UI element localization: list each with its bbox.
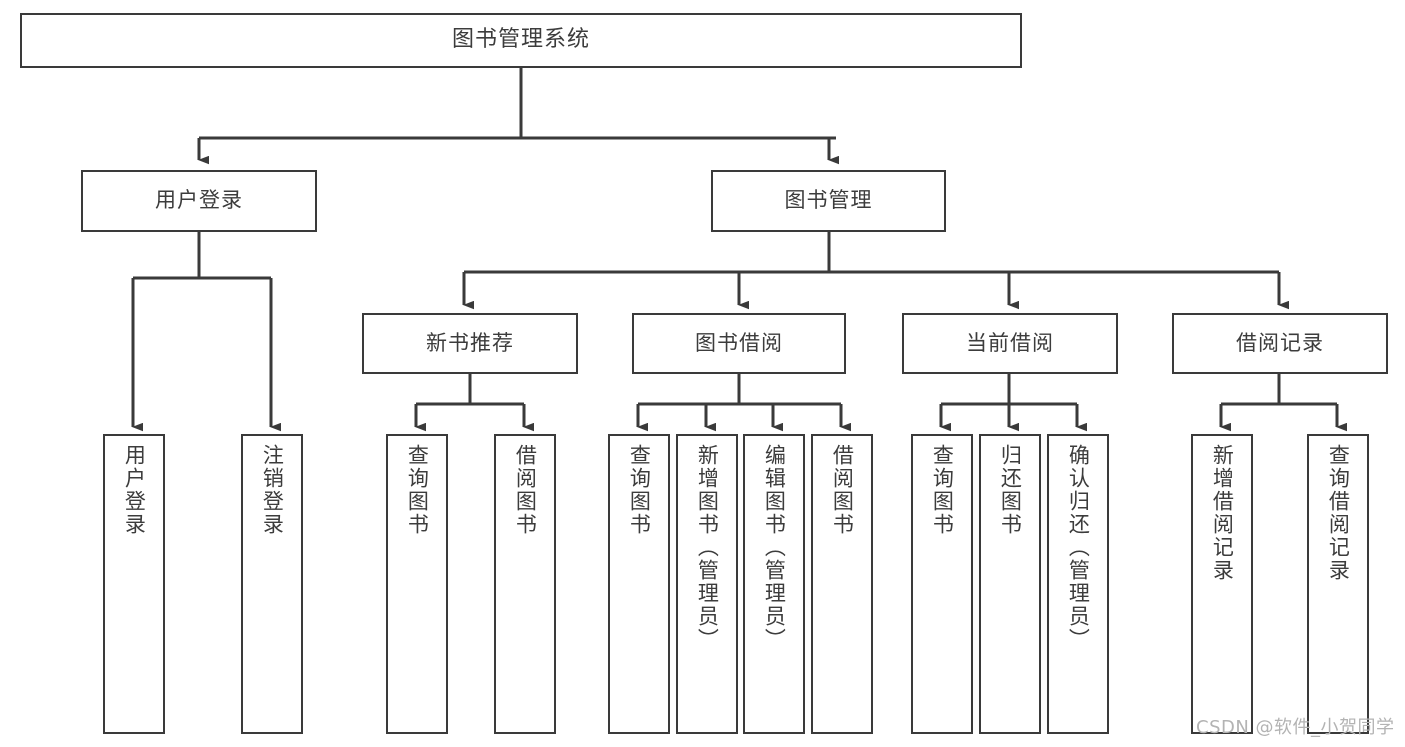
node-user-login-label: 用户登录 bbox=[155, 188, 243, 213]
node-book-manage-label: 图书管理 bbox=[784, 188, 873, 213]
node-leaf-user-login[interactable]: 用户登录 bbox=[103, 434, 165, 734]
node-book-manage[interactable]: 图书管理 bbox=[711, 170, 946, 232]
node-leaf-confirm-return-label: 确认归还（管理员） bbox=[1066, 444, 1091, 651]
node-leaf-add-record-label: 新增借阅记录 bbox=[1210, 444, 1235, 582]
node-leaf-query-book-3-label: 查询图书 bbox=[930, 444, 955, 536]
node-leaf-borrow-book-1-label: 借阅图书 bbox=[513, 444, 538, 536]
node-new-book-rec-label: 新书推荐 bbox=[426, 330, 514, 355]
node-leaf-return-book-label: 归还图书 bbox=[998, 444, 1023, 536]
node-leaf-query-book-3[interactable]: 查询图书 bbox=[911, 434, 973, 734]
node-leaf-query-record[interactable]: 查询借阅记录 bbox=[1307, 434, 1369, 734]
node-leaf-query-book-1-label: 查询图书 bbox=[405, 444, 430, 536]
node-borrow-record-label: 借阅记录 bbox=[1236, 330, 1324, 355]
node-leaf-logout-label: 注销登录 bbox=[260, 444, 285, 536]
node-leaf-add-record[interactable]: 新增借阅记录 bbox=[1191, 434, 1253, 734]
node-root-system[interactable]: 图书管理系统 bbox=[20, 13, 1022, 68]
node-leaf-confirm-return[interactable]: 确认归还（管理员） bbox=[1047, 434, 1109, 734]
node-leaf-logout[interactable]: 注销登录 bbox=[241, 434, 303, 734]
node-leaf-user-login-label: 用户登录 bbox=[122, 444, 147, 536]
node-new-book-rec[interactable]: 新书推荐 bbox=[362, 313, 578, 374]
node-leaf-return-book[interactable]: 归还图书 bbox=[979, 434, 1041, 734]
node-leaf-borrow-book-2[interactable]: 借阅图书 bbox=[811, 434, 873, 734]
node-current-borrow[interactable]: 当前借阅 bbox=[902, 313, 1118, 374]
watermark-text: CSDN @软件_小贺同学 bbox=[1196, 717, 1395, 738]
node-leaf-query-book-2-label: 查询图书 bbox=[627, 444, 652, 536]
node-leaf-add-book[interactable]: 新增图书（管理员） bbox=[676, 434, 738, 734]
node-leaf-borrow-book-2-label: 借阅图书 bbox=[830, 444, 855, 536]
node-borrow-record[interactable]: 借阅记录 bbox=[1172, 313, 1388, 374]
node-leaf-query-record-label: 查询借阅记录 bbox=[1326, 444, 1351, 582]
node-root-label: 图书管理系统 bbox=[451, 27, 590, 53]
node-leaf-edit-book-label: 编辑图书（管理员） bbox=[762, 444, 787, 651]
node-leaf-edit-book[interactable]: 编辑图书（管理员） bbox=[743, 434, 805, 734]
node-leaf-borrow-book-1[interactable]: 借阅图书 bbox=[494, 434, 556, 734]
node-leaf-query-book-1[interactable]: 查询图书 bbox=[386, 434, 448, 734]
node-current-borrow-label: 当前借阅 bbox=[966, 330, 1054, 355]
node-book-borrow-label: 图书借阅 bbox=[695, 330, 783, 355]
node-leaf-add-book-label: 新增图书（管理员） bbox=[695, 444, 720, 651]
node-user-login[interactable]: 用户登录 bbox=[81, 170, 317, 232]
node-leaf-query-book-2[interactable]: 查询图书 bbox=[608, 434, 670, 734]
node-book-borrow[interactable]: 图书借阅 bbox=[632, 313, 846, 374]
